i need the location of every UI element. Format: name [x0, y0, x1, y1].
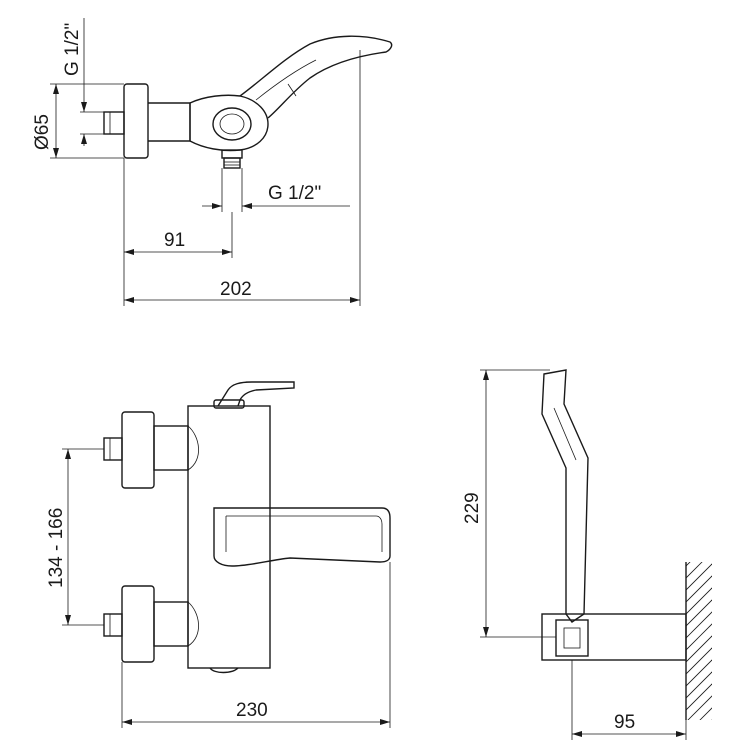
lever-top-view: [239, 35, 393, 119]
dim-91-label: 91: [164, 230, 185, 251]
top-view: G 1/2" Ø65 G 1/2" 91 202: [32, 18, 393, 306]
lower-inlet-connector: [153, 601, 189, 647]
connector-body: [148, 102, 191, 142]
dim-202-label: 202: [220, 279, 252, 300]
holder-clip: [555, 619, 589, 657]
lever-front-view: [217, 381, 295, 407]
spout: [213, 507, 391, 567]
lower-inlet-flange: [121, 585, 155, 663]
upper-inlet-stub: [103, 437, 123, 461]
spacing-label: 134 - 166: [46, 508, 67, 588]
inlet-stub: [103, 111, 125, 135]
thread-bottom-label: G 1/2": [268, 183, 321, 204]
dim-230-label: 230: [236, 700, 268, 721]
dim-95-label: 95: [614, 712, 635, 733]
diverter-knob: [212, 107, 252, 141]
diameter-label: Ø65: [32, 114, 53, 150]
hand-shower: [541, 369, 589, 623]
upper-inlet-flange: [121, 411, 155, 489]
lower-inlet-stub: [103, 613, 123, 637]
side-view: 229 95: [462, 369, 712, 740]
wall-hatch: [686, 562, 712, 720]
mixer-body-front: [187, 405, 271, 669]
mixer-body: [189, 94, 269, 152]
wall-flange: [123, 83, 149, 159]
holder-bracket: [541, 613, 687, 661]
upper-inlet-connector: [153, 425, 189, 471]
thread-top-label: G 1/2": [62, 23, 83, 76]
dim-229-label: 229: [462, 492, 483, 524]
front-view: 134 - 166 230: [46, 381, 391, 728]
